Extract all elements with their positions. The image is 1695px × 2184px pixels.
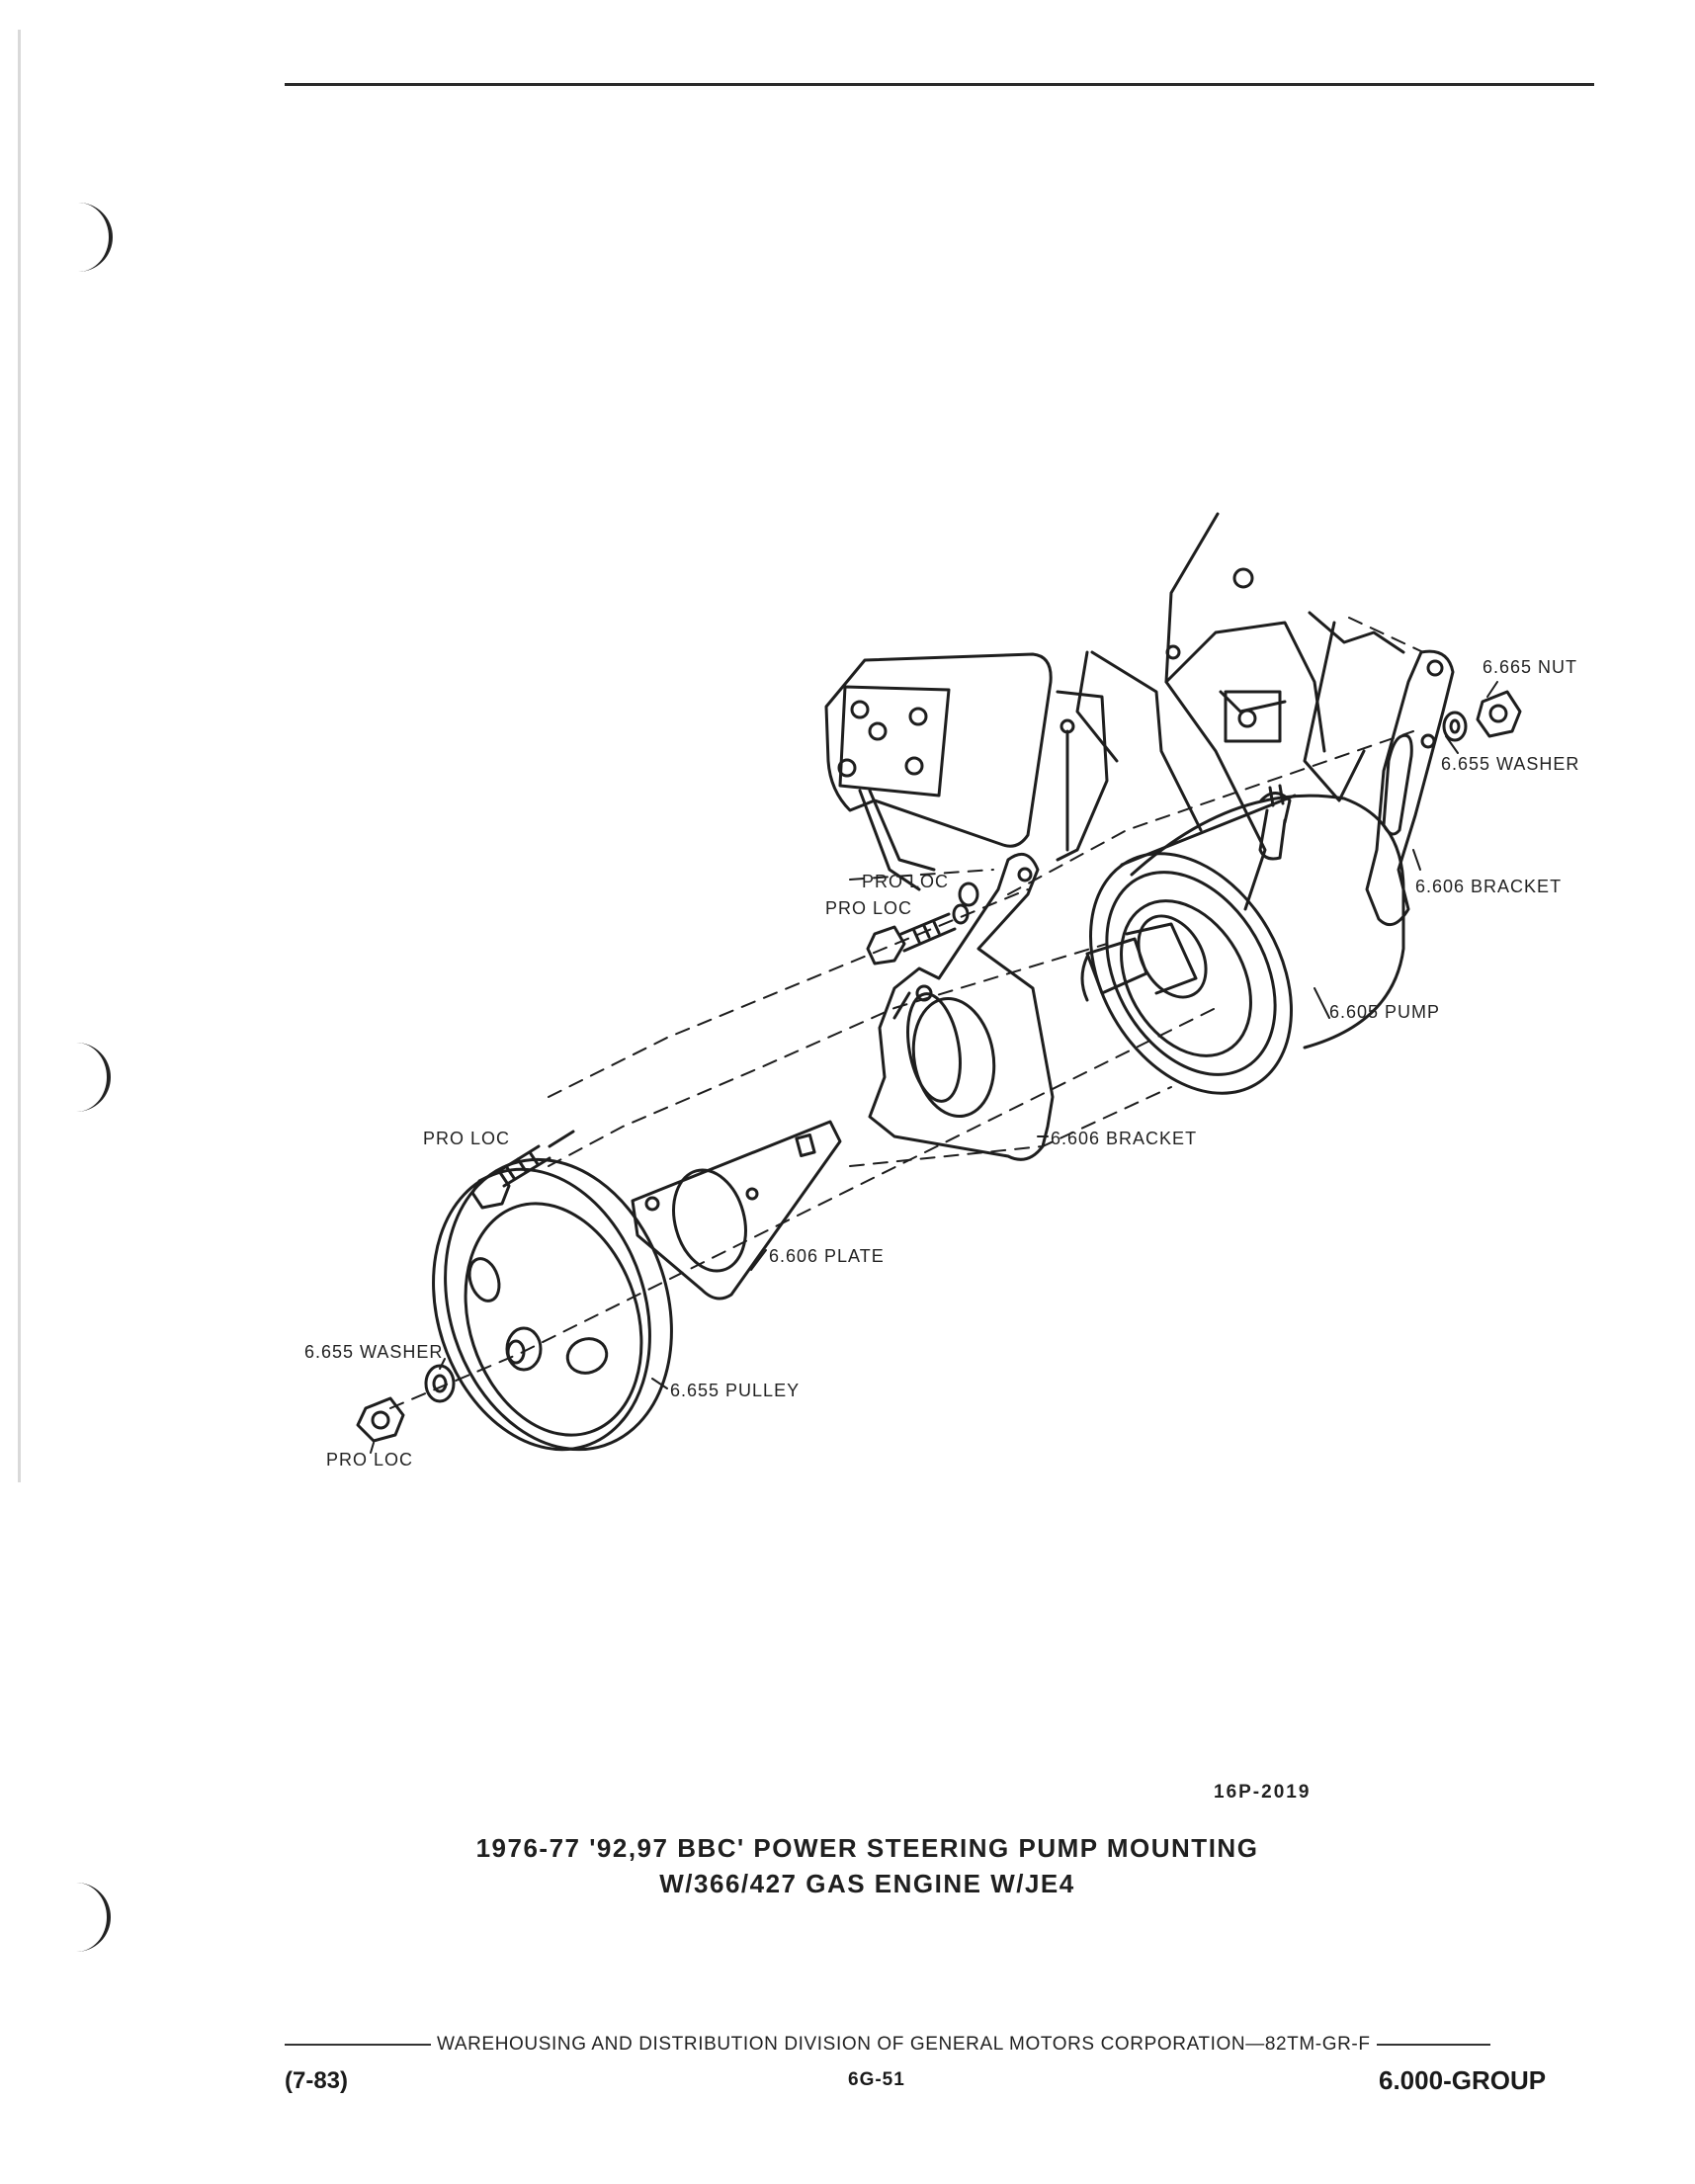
footer-rule-left: [285, 2044, 431, 2046]
callout-pro-loc-bottom: PRO LOC: [326, 1450, 414, 1470]
footer-division-text: WAREHOUSING AND DISTRIBUTION DIVISION OF…: [437, 2034, 1371, 2055]
callout-pro-loc-a: PRO LOC: [862, 872, 950, 891]
footer-division-line: WAREHOUSING AND DISTRIBUTION DIVISION OF…: [285, 2034, 1599, 2056]
assembly-lines: [389, 617, 1424, 1409]
bracket-right-part: [1365, 649, 1455, 927]
top-nut-washer: [1442, 690, 1522, 742]
bracket-center-part: [868, 852, 1055, 1161]
support-line: [868, 789, 936, 872]
figure-code: 16P-2019: [1214, 1782, 1312, 1803]
caption-line-2: W/366/427 GAS ENGINE W/JE4: [659, 1869, 1075, 1898]
binder-hole-mark: [69, 203, 113, 272]
leader-lines: [370, 681, 1498, 1454]
left-washer-nut: [356, 1364, 456, 1443]
pulley-part: [432, 1157, 673, 1452]
timing-cover-plate: [824, 652, 1109, 862]
figure-caption: 1976-77 '92,97 BBC' POWER STEERING PUMP …: [297, 1830, 1438, 1901]
binder-hole-mark: [67, 1883, 111, 1952]
page-left-edge: [18, 30, 21, 1482]
callout-bracket-right: 6.606 BRACKET: [1415, 877, 1563, 896]
callout-washer-top: 6.655 WASHER: [1441, 754, 1580, 774]
callout-nut-top: 6.665 NUT: [1483, 657, 1578, 677]
pump-body: [1080, 784, 1405, 1095]
footer-date: (7-83): [285, 2067, 349, 2094]
support-line: [858, 789, 921, 891]
top-rule: [285, 83, 1594, 86]
engine-block-outline: [1075, 512, 1405, 911]
caption-line-1: 1976-77 '92,97 BBC' POWER STEERING PUMP …: [475, 1833, 1259, 1863]
callout-pump: 6.605 PUMP: [1329, 1002, 1441, 1022]
callout-plate: 6.606 PLATE: [769, 1246, 885, 1266]
binder-hole-mark: [67, 1043, 111, 1112]
callout-pro-loc-left: PRO LOC: [423, 1129, 511, 1148]
callout-washer-left: 6.655 WASHER: [304, 1342, 444, 1362]
footer-page-number: 6G-51: [848, 2069, 905, 2090]
callout-bracket-center: 6.606 BRACKET: [1051, 1129, 1198, 1148]
pro-loc-bolt-upper: [866, 882, 979, 966]
footer-rule-right: [1376, 2044, 1490, 2046]
footer-group: 6.000-GROUP: [1379, 2065, 1547, 2095]
callout-pulley: 6.655 PULLEY: [670, 1381, 801, 1400]
callout-pro-loc-b: PRO LOC: [825, 898, 913, 918]
plate-part: [631, 1120, 842, 1301]
